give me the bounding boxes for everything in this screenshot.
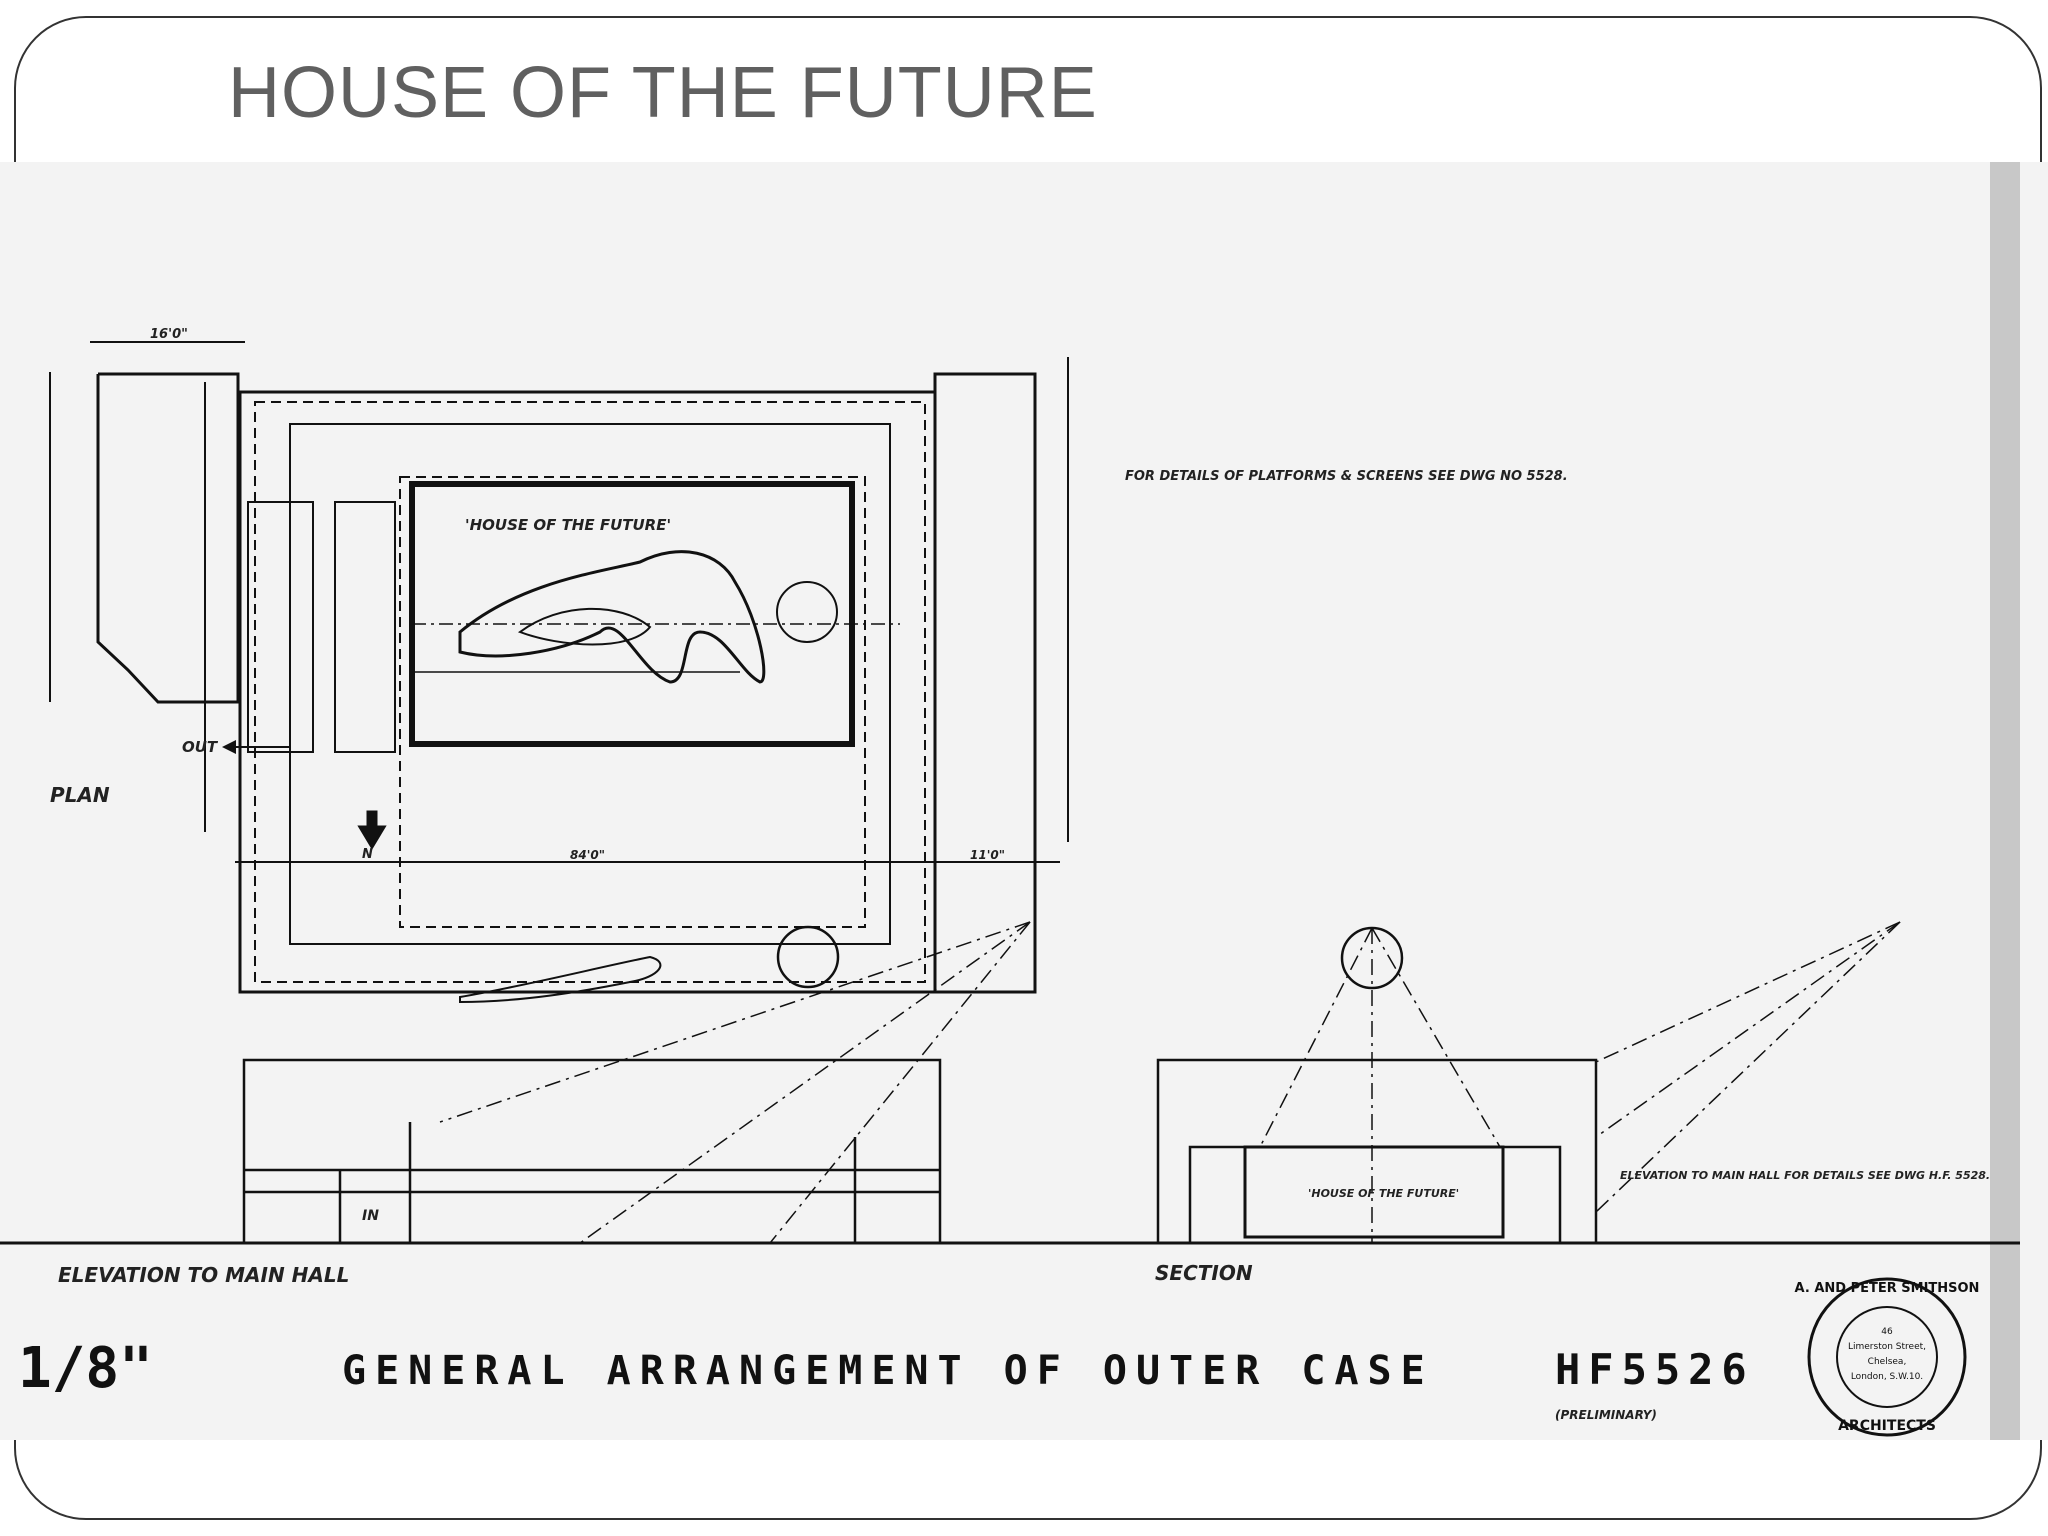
house-plan-label: 'HOUSE OF THE FUTURE' — [465, 516, 671, 534]
sheet-edge — [1990, 162, 2020, 1440]
architects-stamp — [1807, 1277, 1967, 1437]
slide-title: HOUSE OF THE FUTURE — [228, 53, 1098, 133]
out-label: OUT — [182, 738, 219, 756]
plan-label: PLAN — [50, 783, 110, 807]
elevation-note: ELEVATION TO MAIN HALL FOR DETAILS SEE D… — [1620, 1169, 1990, 1182]
revision-note: (PRELIMINARY) — [1555, 1408, 1657, 1422]
dim-bottom-right-label: 11'0" — [970, 848, 1005, 862]
stamp-bottom-text: ARCHITECTS — [1838, 1418, 1936, 1434]
section-label: SECTION — [1155, 1261, 1253, 1285]
section-view — [1156, 921, 1901, 1245]
drawing-title: GENERAL ARRANGEMENT OF OUTER CASE — [342, 1348, 1434, 1394]
north-label: N — [362, 847, 373, 862]
scale-label: 1/8" — [18, 1336, 153, 1401]
plan-view — [49, 341, 1069, 994]
house-section-label: 'HOUSE OF THE FUTURE' — [1308, 1187, 1459, 1200]
dim-top-label: 16'0" — [150, 327, 188, 342]
dim-bottom-label: 84'0" — [570, 848, 605, 862]
in-label: IN — [362, 1208, 379, 1224]
stamp-address-line: Chelsea, — [1868, 1357, 1907, 1367]
drawing-number: HF5526 — [1555, 1345, 1755, 1394]
details-note: FOR DETAILS OF PLATFORMS & SCREENS SEE D… — [1125, 469, 1568, 484]
stamp-address-line: London, S.W.10. — [1851, 1372, 1923, 1382]
stamp-address-line: Limerston Street, — [1848, 1342, 1926, 1352]
stamp-address-line: 46 — [1881, 1327, 1893, 1337]
elevation-view — [242, 921, 1031, 1245]
drawing-svg: 16'0" FOR DETAILS OF PLATFORMS & SCREENS… — [0, 162, 2020, 1440]
stamp-top-text: A. AND PETER SMITHSON — [1795, 1281, 1980, 1296]
architectural-drawing: 16'0" FOR DETAILS OF PLATFORMS & SCREENS… — [0, 162, 2048, 1440]
elevation-label: ELEVATION TO MAIN HALL — [58, 1263, 349, 1287]
